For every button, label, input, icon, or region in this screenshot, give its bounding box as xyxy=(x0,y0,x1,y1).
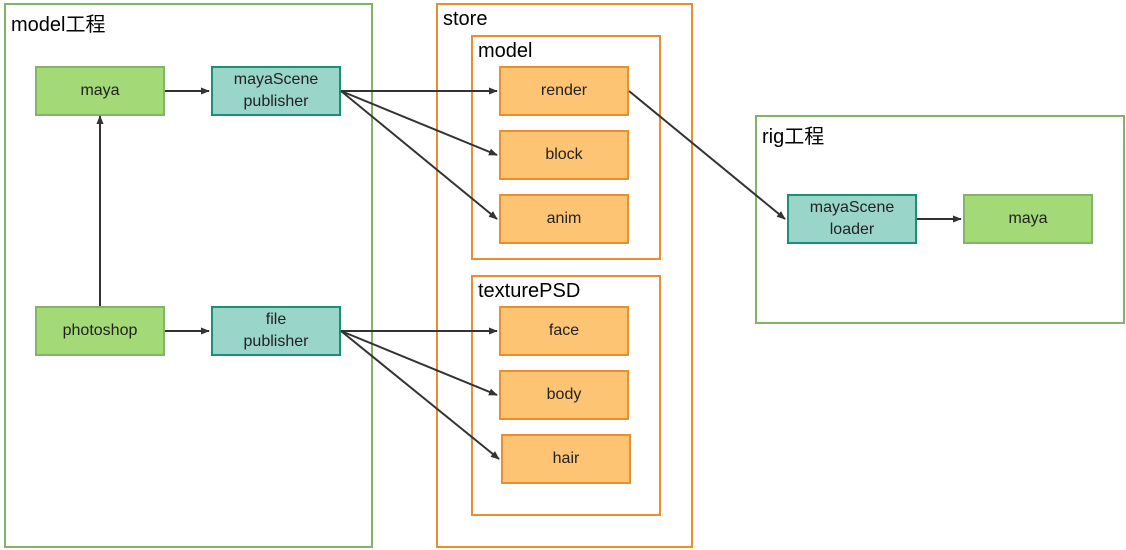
node-anim[interactable]: anim xyxy=(499,194,629,244)
node-hair[interactable]: hair xyxy=(501,434,631,484)
node-mayascene-publisher[interactable]: mayaScene publisher xyxy=(211,66,341,116)
node-body[interactable]: body xyxy=(499,370,629,420)
group-model-project: model工程 xyxy=(4,3,373,548)
node-block[interactable]: block xyxy=(499,130,629,180)
node-photoshop[interactable]: photoshop xyxy=(35,306,165,356)
node-file-publisher[interactable]: file publisher xyxy=(211,306,341,356)
group-label: store xyxy=(443,8,488,30)
group-label: rig工程 xyxy=(762,126,825,148)
group-store: store xyxy=(436,3,693,548)
group-label: texturePSD xyxy=(478,280,581,302)
node-face[interactable]: face xyxy=(499,306,629,356)
node-render[interactable]: render xyxy=(499,66,629,116)
node-maya-model[interactable]: maya xyxy=(35,66,165,116)
node-maya-rig[interactable]: maya xyxy=(963,194,1093,244)
node-mayascene-loader[interactable]: mayaScene loader xyxy=(787,194,917,244)
group-label: model xyxy=(478,40,533,62)
group-label: model工程 xyxy=(11,14,106,36)
